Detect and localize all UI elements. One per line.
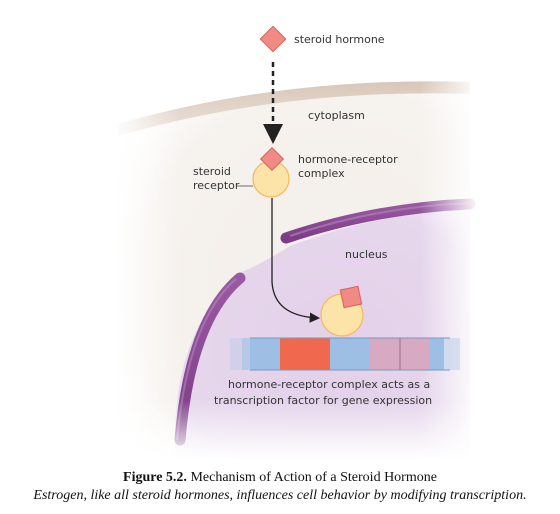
- hormone-receptor-complex-icon: [252, 146, 290, 198]
- nuclear-hormone-receptor-complex-icon: [320, 285, 364, 337]
- steroid-hormone-diagram: steroid hormone cytoplasm steroid recept…: [110, 25, 480, 460]
- dna-strand: [230, 337, 460, 371]
- transcription-label-line1: hormone-receptor complex acts as a: [228, 378, 430, 391]
- steroid-hormone-icon: [259, 25, 287, 53]
- transcription-label-line2: transcription factor for gene expression: [214, 394, 432, 407]
- steroid-receptor-label-line1: steroid: [193, 165, 231, 178]
- cytoplasm-label: cytoplasm: [308, 109, 365, 122]
- figure-subtitle: Estrogen, like all steroid hormones, inf…: [33, 488, 527, 503]
- nucleus-label: nucleus: [345, 248, 388, 261]
- figure-caption: Figure 5.2. Mechanism of Action of a Ste…: [0, 470, 560, 486]
- figure-title: Mechanism of Action of a Steroid Hormone: [190, 470, 437, 485]
- nuclear-entry-arrow: [271, 198, 321, 323]
- figure-number: Figure 5.2.: [123, 470, 187, 485]
- complex-label-line1: hormone-receptor: [298, 153, 398, 166]
- nucleus-region: [174, 208, 470, 460]
- steroid-receptor-label-line2: receptor: [193, 179, 240, 192]
- complex-label-line2: complex: [298, 167, 345, 180]
- steroid-hormone-label: steroid hormone: [294, 33, 385, 46]
